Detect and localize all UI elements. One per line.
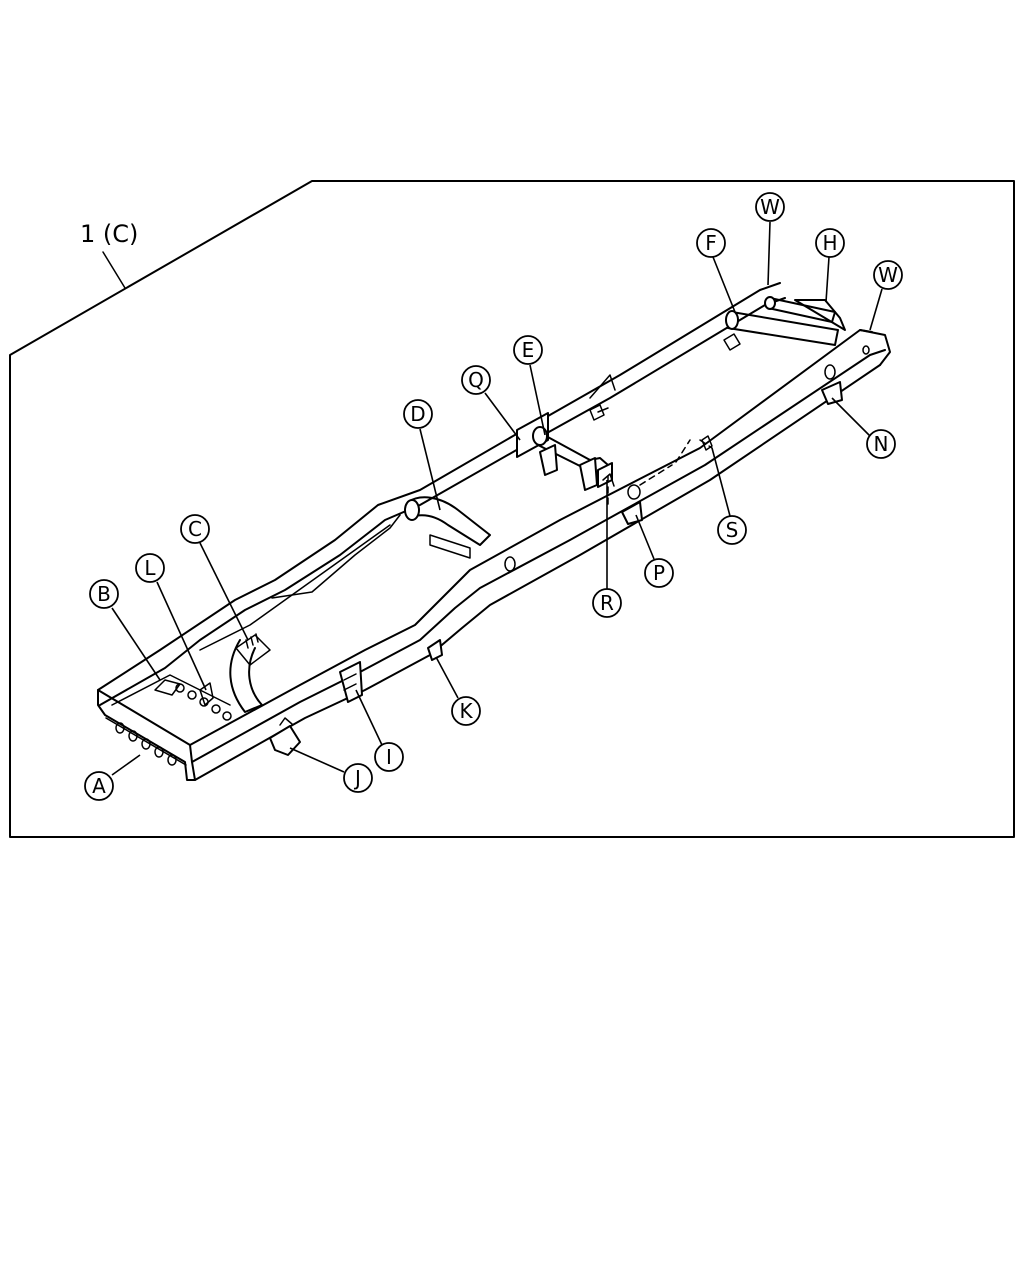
bracket-I-slot — [343, 673, 357, 691]
bracket-K — [427, 639, 443, 661]
callout-L: L — [135, 553, 207, 691]
crossmember-E-end — [532, 426, 548, 446]
callout-S: S — [711, 447, 747, 545]
rail-hole-2 — [627, 484, 641, 500]
callout-H: H — [815, 228, 845, 303]
curved-crossmember — [229, 639, 263, 713]
callout-E: E — [513, 335, 546, 436]
crossmember-F-end — [725, 310, 739, 330]
crossmember-W-end — [764, 296, 776, 310]
callout-label-P: P — [653, 561, 665, 585]
far-rail-gusset — [589, 374, 616, 399]
callout-label-D: D — [410, 402, 425, 426]
near-rail-top — [189, 329, 873, 746]
callout-W-right: W — [869, 260, 903, 331]
front-crossmember-face — [105, 674, 231, 766]
rail-hole-1 — [504, 556, 516, 572]
callout-label-W-top: W — [760, 195, 780, 219]
bracket-E-1 — [539, 444, 558, 476]
rear-mount-F — [723, 333, 741, 351]
callout-R: R — [592, 480, 622, 618]
assembly-label-group: 1 (C) — [80, 220, 138, 289]
far-rail-lower-edge — [99, 297, 786, 706]
near-rail-end — [859, 329, 891, 366]
bracket-R — [602, 473, 615, 487]
callout-K: K — [435, 656, 481, 726]
bracket-J — [269, 725, 301, 756]
callout-label-Q: Q — [468, 368, 484, 392]
callout-label-A: A — [92, 774, 106, 798]
rail-hole-3 — [824, 364, 836, 380]
callout-label-R: R — [600, 591, 614, 615]
callout-D: D — [403, 399, 441, 511]
far-rail — [97, 282, 781, 691]
diagram-border — [9, 180, 1015, 838]
rail-hole-4 — [862, 345, 870, 355]
callout-label-C: C — [188, 517, 202, 541]
callout-J: J — [289, 747, 373, 793]
far-rail-web — [271, 514, 401, 599]
front-crossmember-holes — [115, 722, 177, 766]
engine-mount-C — [235, 634, 271, 666]
callout-label-H: H — [822, 231, 837, 255]
engine-mount-C-ribs — [245, 633, 259, 649]
bracket-L — [199, 682, 214, 706]
callout-label-I: I — [386, 745, 392, 769]
callout-A: A — [84, 754, 141, 801]
bracket-N — [821, 381, 843, 405]
rail-dashed-1 — [607, 439, 691, 509]
bracket-B — [154, 679, 181, 696]
callout-label-K: K — [459, 699, 473, 723]
callout-label-N: N — [874, 432, 889, 456]
callout-label-F: F — [705, 231, 717, 255]
callout-label-W-right: W — [878, 263, 898, 287]
mount-near-E — [589, 404, 609, 421]
near-rail-face — [191, 349, 886, 763]
callout-label-L: L — [144, 556, 156, 580]
callout-I: I — [355, 689, 404, 772]
crossmember-D-end — [404, 499, 420, 521]
callout-label-J: J — [353, 766, 361, 790]
bracket-S — [701, 435, 713, 451]
chassis-frame — [97, 282, 891, 781]
callout-label-B: B — [97, 582, 111, 606]
bracket-E-2 — [579, 457, 598, 491]
crossmember-D-bracket — [429, 534, 471, 559]
callout-W-top: W — [755, 192, 785, 286]
rear-bracket-H — [794, 299, 846, 331]
assembly-label-leader — [102, 251, 126, 289]
callout-Q: Q — [461, 365, 521, 441]
callout-B: B — [89, 579, 161, 681]
callout-F: F — [696, 228, 736, 313]
near-rail-bottom — [194, 364, 881, 781]
callout-label-E: E — [522, 338, 535, 362]
callout-label-S: S — [726, 518, 739, 542]
callout-P: P — [635, 514, 674, 588]
callout-C: C — [180, 514, 249, 641]
callout-N: N — [831, 397, 896, 459]
assembly-label: 1 (C) — [80, 220, 138, 248]
far-rail-inner — [199, 524, 391, 651]
bracket-J-hook — [279, 717, 293, 726]
front-crossmember — [97, 689, 196, 781]
